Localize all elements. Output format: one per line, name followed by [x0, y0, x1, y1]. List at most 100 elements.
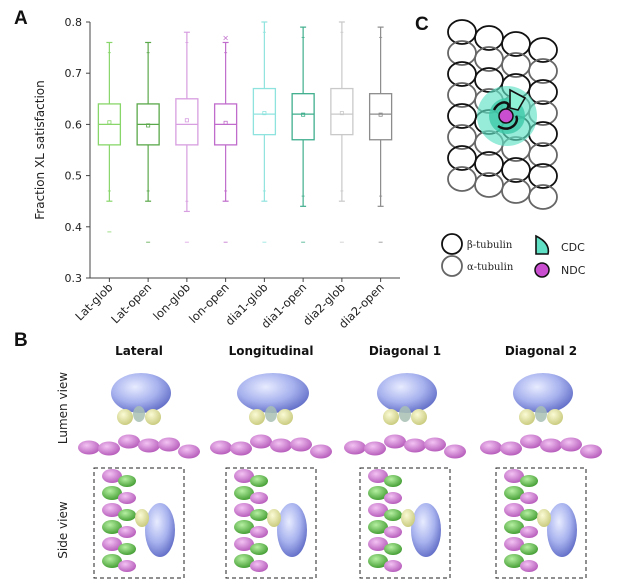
beta-tubulin-density	[384, 526, 402, 538]
cdc-hook-icon-2	[497, 115, 519, 130]
box-dia1-open	[291, 26, 315, 243]
box-iqr	[175, 98, 199, 146]
column-title-longitudinal: Longitudinal	[229, 344, 314, 358]
cdc-density-blob	[411, 503, 441, 557]
tubulin-density-blob	[138, 438, 160, 453]
alpha-tubulin-density	[234, 486, 254, 500]
linker-density-blob	[277, 409, 293, 425]
alpha-tubulin-density	[504, 520, 524, 534]
tubulin-density-blob	[444, 444, 466, 459]
linker-density-blob	[145, 409, 161, 425]
box-mean	[301, 112, 306, 117]
beta-tubulin-density	[520, 526, 538, 538]
alpha-tubulin-density	[384, 475, 402, 487]
tubulin-density-blob	[580, 444, 602, 459]
cdc-flag-icon	[509, 88, 527, 111]
outlier-marker: ×	[222, 33, 229, 42]
ndc-density-blob	[535, 406, 547, 422]
side-view-frame	[359, 467, 451, 579]
tubulin-density-blob	[560, 437, 582, 452]
box-mean	[146, 123, 151, 128]
tubulin-density-blob	[480, 440, 502, 455]
alpha-tubulin-density	[504, 486, 524, 500]
tubulin-density-blob	[250, 434, 272, 449]
linker-density-blob	[401, 509, 415, 527]
linker-density-blob	[249, 409, 265, 425]
box-lon-open: ×	[213, 33, 238, 243]
lumen-view-diagonal-1	[344, 373, 466, 459]
box-Lat-glob	[97, 41, 122, 233]
alpha-tubulin-subunit	[528, 184, 558, 210]
ndc-legend-label: NDC	[561, 264, 586, 277]
cdc-density-blob	[237, 373, 309, 413]
alpha-tubulin-density	[250, 543, 268, 555]
tubulin-density-blob	[540, 438, 562, 453]
lumen-view-lateral	[78, 373, 200, 459]
box-iqr	[291, 93, 315, 141]
box-mean	[262, 111, 267, 116]
side-view-diagonal-1	[359, 467, 451, 579]
alpha-tubulin-density	[118, 475, 136, 487]
alpha-tubulin-density	[102, 520, 122, 534]
linker-density-blob	[519, 409, 535, 425]
alpha-tubulin-subunit	[528, 58, 558, 84]
cdc-hook-icon	[492, 101, 510, 111]
cdc-density-blob	[111, 373, 171, 413]
tubulin-density-blob	[230, 441, 252, 456]
alpha-tubulin-density	[384, 509, 402, 521]
beta-tubulin-density	[234, 503, 254, 517]
box-dia2-open	[368, 26, 393, 243]
beta-tubulin-density	[504, 537, 524, 551]
box-dia2-glob	[330, 21, 354, 243]
beta-tubulin-density	[368, 469, 388, 483]
y-tick-label: 0.3	[65, 272, 83, 285]
box-mean	[184, 118, 189, 123]
beta-tubulin-subunit	[528, 163, 558, 189]
ndc-legend-icon	[534, 262, 550, 278]
y-tick-label: 0.4	[65, 221, 83, 234]
density-views: Lumen view Side view Lateral Longitudina…	[56, 344, 602, 579]
beta-tubulin-subunit	[528, 79, 558, 105]
cdc-density-blob	[145, 503, 175, 557]
y-tick-label: 0.5	[65, 170, 83, 183]
linker-density-blob	[547, 409, 563, 425]
alpha-tubulin-density	[102, 554, 122, 568]
alpha-tubulin-subunit	[528, 142, 558, 168]
beta-tubulin-density	[118, 492, 136, 504]
side-view-frame	[225, 467, 317, 579]
linker-density-blob	[117, 409, 133, 425]
panel-label-b: B	[14, 330, 28, 351]
alpha-tubulin-density	[504, 554, 524, 568]
box-mean	[339, 111, 344, 116]
side-view-longitudinal	[225, 467, 317, 579]
side-view-diagonal-2	[495, 467, 587, 579]
tubulin-density-blob	[424, 437, 446, 452]
side-view-frame	[495, 467, 587, 579]
box-mean	[107, 120, 112, 125]
beta-tubulin-density	[250, 492, 268, 504]
row-label-lumen-view: Lumen view	[56, 372, 70, 444]
alpha-tubulin-density	[368, 520, 388, 534]
y-tick-label: 0.8	[65, 16, 83, 29]
beta-tubulin-density	[504, 503, 524, 517]
beta-tubulin-density	[102, 503, 122, 517]
tubulin-density-blob	[158, 437, 180, 452]
box-mean	[378, 112, 383, 117]
alpha-tubulin-legend-label: α-tubulin	[467, 262, 514, 273]
alpha-tubulin-density	[250, 509, 268, 521]
beta-tubulin-density	[520, 492, 538, 504]
linker-density-blob	[135, 509, 149, 527]
beta-tubulin-density	[250, 526, 268, 538]
box-iqr	[252, 87, 277, 136]
alpha-tubulin-legend-icon	[441, 255, 463, 277]
lumen-view-longitudinal	[210, 373, 332, 459]
beta-tubulin-density	[384, 560, 402, 572]
linker-density-blob	[383, 409, 399, 425]
alpha-tubulin-density	[234, 520, 254, 534]
cdc-density-blob	[377, 373, 437, 413]
alpha-tubulin-density	[520, 509, 538, 521]
alpha-tubulin-density	[368, 554, 388, 568]
tubulin-density-blob	[290, 437, 312, 452]
column-title-lateral: Lateral	[115, 344, 163, 358]
alpha-tubulin-density	[102, 486, 122, 500]
